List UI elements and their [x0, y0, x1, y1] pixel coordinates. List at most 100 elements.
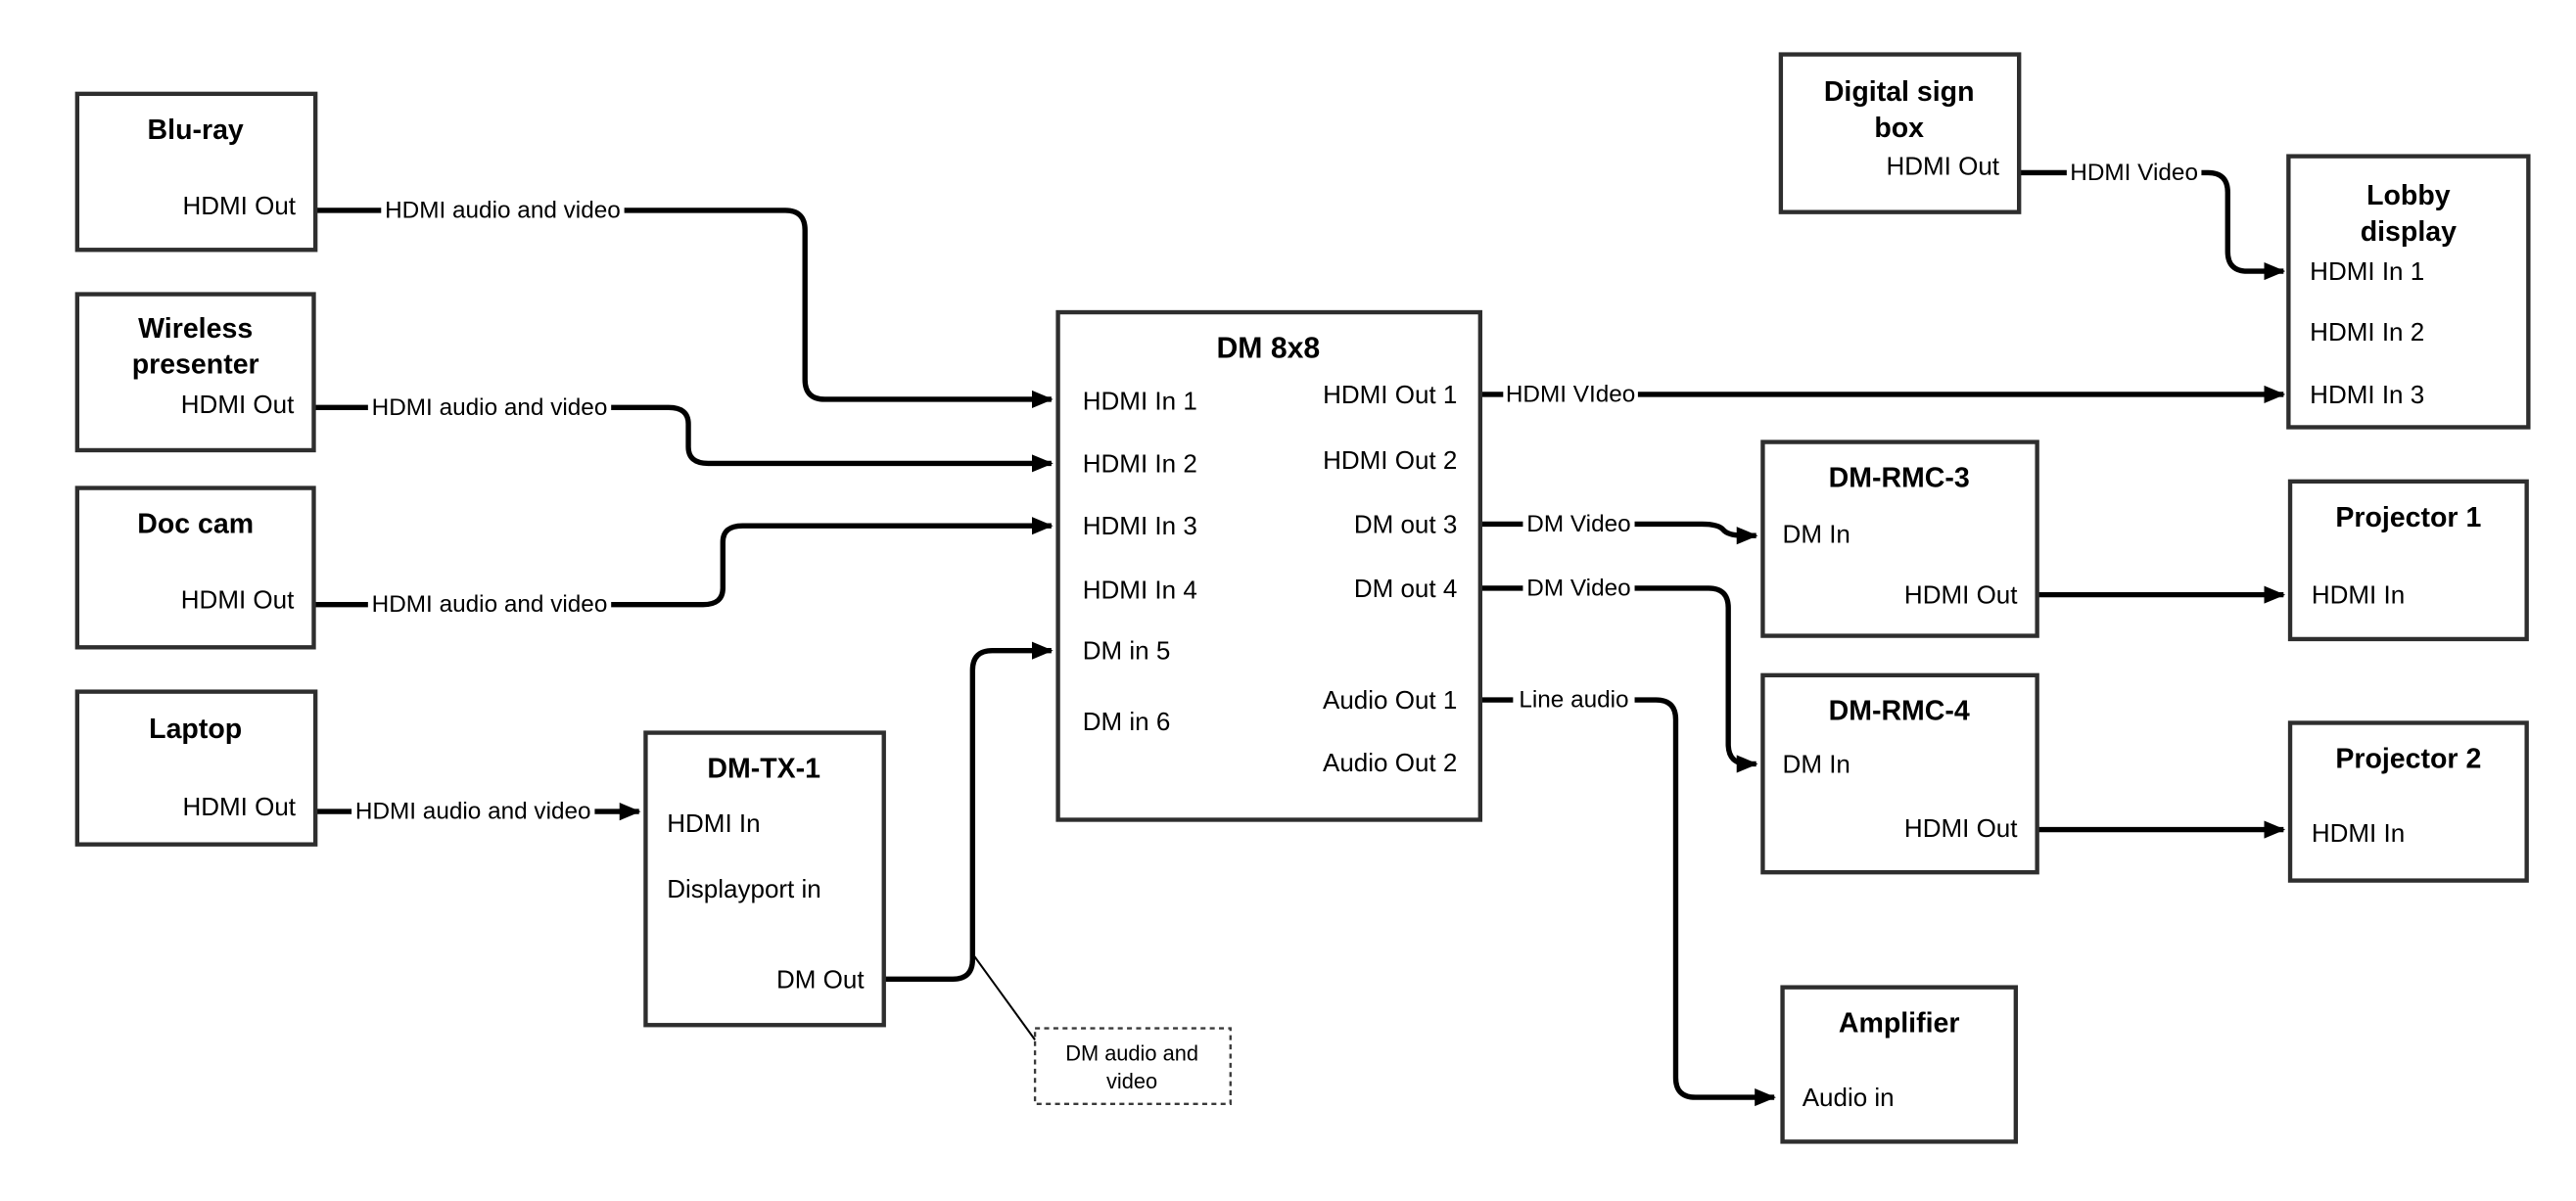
port-hdmi-in: HDMI In — [2312, 818, 2405, 848]
device-box-outline — [643, 730, 886, 1028]
device-box-outline — [74, 91, 318, 253]
edge-label-text: HDMI Video — [2070, 160, 2198, 186]
device-dm-8x8: DM 8x8 HDMI In 1 HDMI In 2 HDMI In 3 HDM… — [1055, 309, 1482, 822]
note-leader-line — [973, 955, 1036, 1040]
note-text-line2: video — [1106, 1069, 1157, 1093]
device-projector-1: Projector 1 HDMI In — [2287, 479, 2529, 642]
device-title: Projector 1 — [2335, 502, 2481, 533]
port-hdmi-out: HDMI Out — [1886, 152, 1999, 181]
device-box-outline — [1760, 439, 2039, 638]
device-box-outline — [1778, 52, 2022, 214]
device-box-outline — [1780, 985, 2019, 1144]
device-title-line2: box — [1874, 113, 1924, 144]
edge-label-wireless: HDMI audio and video — [367, 393, 612, 423]
port-hdmi-in-1: HDMI In 1 — [1083, 387, 1197, 416]
device-bluray: Blu-ray HDMI Out — [74, 91, 318, 253]
device-digital-sign-box: Digital sign box HDMI Out — [1778, 52, 2022, 214]
edge-label-digitalsign: HDMI Video — [2066, 158, 2202, 188]
device-dm-rmc-3: DM-RMC-3 DM In HDMI Out — [1760, 439, 2039, 638]
edge-label-text: HDMI audio and video — [385, 197, 621, 223]
edge-label-bg — [367, 393, 612, 423]
port-audio-out-1: Audio Out 1 — [1323, 685, 1457, 715]
edge-label-laptop: HDMI audio and video — [351, 797, 595, 827]
port-dm-out-3: DM out 3 — [1354, 509, 1457, 538]
edge-label-text: DM Video — [1526, 575, 1630, 601]
edge-label-dmout4: DM Video — [1522, 573, 1635, 604]
device-box-outline — [74, 485, 316, 650]
port-hdmi-out: HDMI Out — [181, 390, 295, 419]
port-hdmi-out: HDMI Out — [181, 585, 295, 615]
edge-audioout1-to-amplifier — [1479, 697, 1776, 1107]
edge-label-bg — [1522, 573, 1635, 604]
device-wireless-presenter: Wireless presenter HDMI Out — [74, 292, 316, 453]
edge-label-doccam: HDMI audio and video — [367, 589, 612, 620]
edge-wireless-to-dm8x8 — [315, 404, 1054, 473]
port-hdmi-in-2: HDMI In 2 — [2310, 317, 2424, 346]
port-hdmi-out: HDMI Out — [1904, 813, 2018, 843]
edge-bluray-to-dm8x8 — [315, 208, 1054, 409]
port-hdmi-out-2: HDMI Out 2 — [1323, 445, 1457, 475]
edge-label-text: HDMI audio and video — [372, 394, 608, 421]
device-box-outline — [1760, 672, 2039, 875]
device-box-outline — [2287, 479, 2529, 642]
edge-label-bg — [1503, 379, 1638, 410]
port-hdmi-in-1: HDMI In 1 — [2310, 256, 2424, 286]
device-box-outline — [2287, 720, 2529, 883]
port-hdmi-out: HDMI Out — [182, 191, 296, 220]
port-hdmi-out: HDMI Out — [182, 792, 296, 821]
port-hdmi-in: HDMI In — [667, 808, 760, 838]
device-title-line1: Lobby — [2366, 180, 2451, 211]
device-amplifier: Amplifier Audio in — [1780, 985, 2019, 1144]
device-title: DM-RMC-4 — [1829, 696, 1970, 727]
port-dm-in-6: DM in 6 — [1083, 707, 1171, 736]
edge-label-bg — [1522, 509, 1635, 539]
edge-dmtx1-to-dm8x8 — [883, 641, 1054, 982]
port-audio-out-2: Audio Out 2 — [1323, 748, 1457, 777]
port-dm-out: DM Out — [776, 964, 865, 993]
edge-label-text: HDMI audio and video — [355, 799, 591, 825]
edge-label-bg — [381, 195, 625, 226]
port-hdmi-out-1: HDMI Out 1 — [1323, 380, 1457, 409]
device-box-outline — [74, 689, 318, 847]
device-box-outline — [1055, 309, 1482, 822]
edge-label-bg — [351, 797, 595, 827]
device-laptop: Laptop HDMI Out — [74, 689, 318, 847]
device-dm-tx-1: DM-TX-1 HDMI In Displayport in DM Out — [643, 730, 886, 1028]
device-title: DM-TX-1 — [707, 753, 820, 784]
device-dm-rmc-4: DM-RMC-4 DM In HDMI Out — [1760, 672, 2039, 875]
edge-label-text: Line audio — [1519, 687, 1628, 714]
device-title-line2: display — [2361, 216, 2457, 248]
note-box-outline — [1033, 1027, 1232, 1105]
port-displayport-in: Displayport in — [667, 874, 821, 903]
port-hdmi-in-3: HDMI In 3 — [2310, 380, 2424, 409]
port-dm-in: DM In — [1783, 749, 1850, 778]
edge-label-bg — [1513, 684, 1635, 716]
port-hdmi-out: HDMI Out — [1904, 580, 2018, 610]
edge-label-bluray: HDMI audio and video — [381, 195, 625, 226]
device-title: Amplifier — [1839, 1008, 1960, 1039]
port-hdmi-in: HDMI In — [2312, 580, 2405, 610]
device-title: Laptop — [149, 714, 242, 745]
device-doc-cam: Doc cam HDMI Out — [74, 485, 316, 650]
edge-label-hdmiout1: HDMI VIdeo — [1503, 379, 1638, 410]
port-hdmi-in-4: HDMI In 4 — [1083, 576, 1197, 605]
edge-label-audioout1: Line audio — [1513, 684, 1635, 716]
edge-label-bg — [367, 589, 612, 620]
device-title: Blu-ray — [148, 115, 244, 146]
edge-digitalsign-to-lobby — [2019, 169, 2286, 281]
port-dm-in: DM In — [1783, 520, 1850, 549]
edge-doccam-to-dm8x8 — [315, 517, 1054, 608]
device-lobby-display: Lobby display HDMI In 1 HDMI In 2 HDMI I… — [2286, 154, 2531, 430]
port-hdmi-in-2: HDMI In 2 — [1083, 448, 1197, 478]
device-title: DM 8x8 — [1217, 332, 1321, 364]
device-title: Projector 2 — [2335, 743, 2481, 774]
note-dm-audio-video: DM audio and video — [1033, 1027, 1232, 1105]
device-projector-2: Projector 2 HDMI In — [2287, 720, 2529, 883]
device-box-outline — [74, 292, 316, 453]
edge-label-dmout3: DM Video — [1522, 509, 1635, 539]
edge-label-text: HDMI audio and video — [372, 591, 608, 618]
edge-label-text: HDMI VIdeo — [1506, 381, 1636, 407]
device-title: DM-RMC-3 — [1829, 462, 1970, 493]
edge-labels: HDMI audio and video HDMI audio and vide… — [351, 158, 2202, 827]
